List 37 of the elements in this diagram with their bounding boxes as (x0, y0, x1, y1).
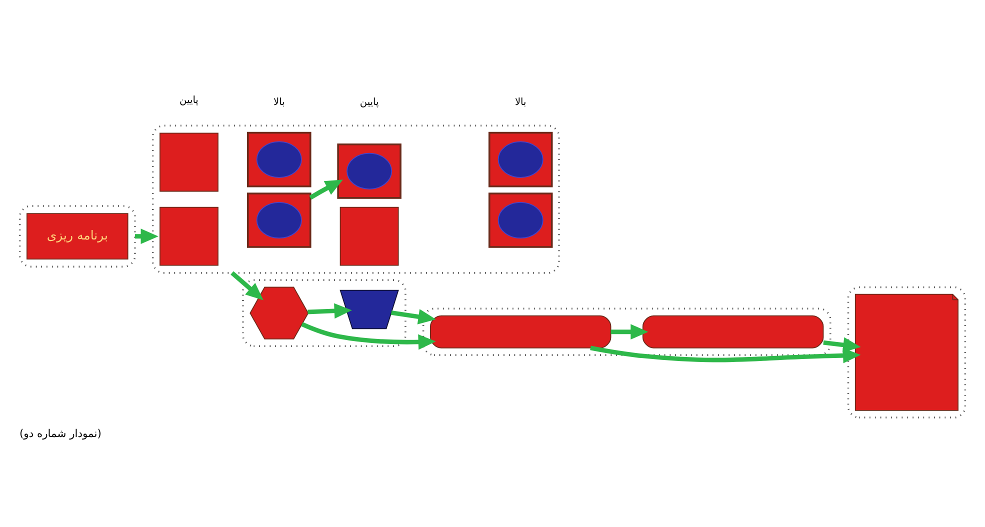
node-circle (256, 140, 302, 178)
node-trapezoid (340, 289, 399, 329)
cluster (18, 204, 136, 268)
node-box: برنامه ریزی (26, 212, 128, 260)
arrow (309, 179, 343, 200)
label: بالا (514, 96, 526, 108)
node-bar (642, 314, 824, 348)
node-circle (256, 201, 302, 238)
node-box (160, 206, 218, 266)
node-bar (430, 314, 612, 348)
cluster (488, 131, 553, 187)
arrow (610, 324, 648, 340)
cluster (247, 131, 312, 187)
cluster (337, 142, 402, 198)
arrow (590, 345, 861, 363)
arrow (390, 308, 436, 324)
cluster (242, 278, 406, 347)
cluster (488, 192, 553, 248)
arrow (308, 302, 352, 318)
cluster (847, 286, 966, 418)
cluster (247, 192, 312, 248)
node-circle (498, 140, 544, 178)
node-hexagon (250, 286, 309, 339)
arrow (134, 228, 158, 244)
arrow (823, 336, 861, 352)
arrow (230, 270, 264, 300)
caption: (نمودار شماره دو) (19, 426, 102, 440)
node-box (160, 132, 218, 192)
cluster (152, 124, 560, 274)
label: بالا (273, 96, 285, 108)
label: پایین (360, 96, 379, 108)
label: پایین (180, 94, 198, 106)
node-circle (346, 152, 392, 189)
cluster (422, 307, 832, 356)
arrow (301, 322, 436, 350)
node-circle (498, 201, 544, 238)
node-box (340, 206, 399, 266)
